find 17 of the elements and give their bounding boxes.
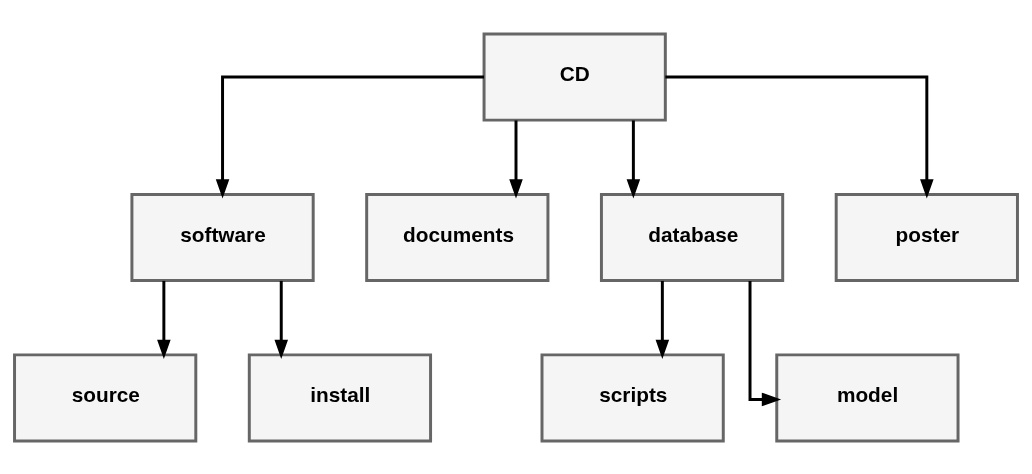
node-box: install	[247, 352, 433, 443]
node-box: model	[775, 352, 960, 443]
node-box: scripts	[540, 352, 725, 443]
node-box: source	[13, 352, 198, 443]
arrow	[215, 75, 484, 199]
arrow	[748, 280, 782, 406]
node-box: documents	[365, 192, 550, 282]
arrow	[626, 119, 641, 199]
arrow	[665, 75, 934, 199]
node-box: software	[130, 192, 315, 282]
arrow	[655, 280, 670, 359]
node-box: poster	[834, 192, 1019, 282]
arrow	[509, 119, 523, 199]
node-box: CD	[482, 31, 667, 122]
node-box: database	[599, 192, 785, 282]
arrow	[157, 280, 171, 359]
arrow	[274, 280, 288, 359]
